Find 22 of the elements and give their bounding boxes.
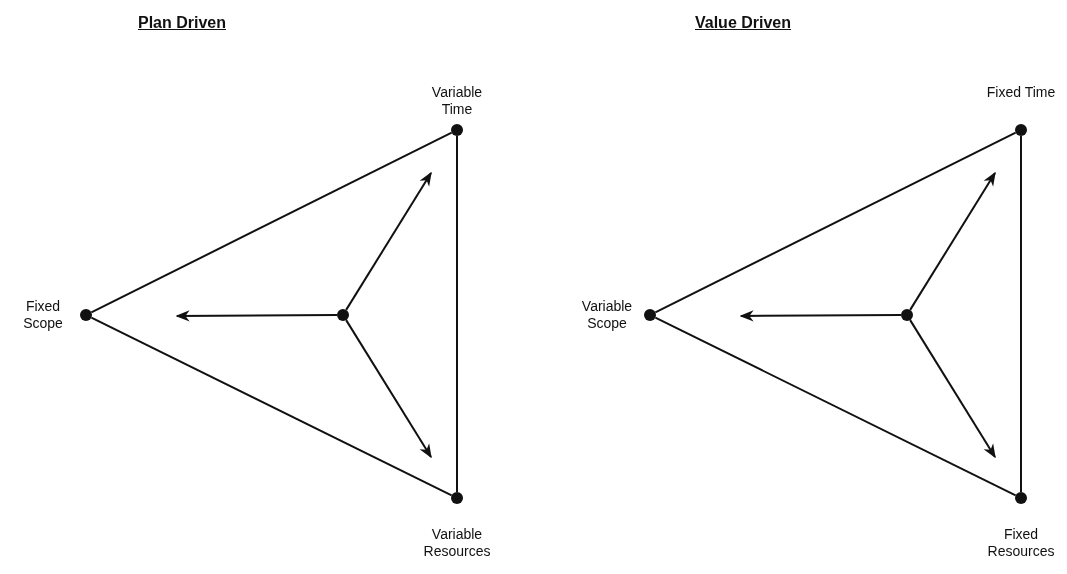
vertex-label: Fixed Scope: [22, 298, 64, 332]
panel-heading: Value Driven: [695, 14, 791, 32]
triangle-side-line: [90, 131, 453, 314]
vertex-label: Variable Resources: [422, 526, 492, 560]
panel-heading: Plan Driven: [138, 14, 226, 32]
arrow: [345, 171, 432, 311]
vertex-label: Fixed Time: [986, 84, 1056, 101]
triangle-side-line: [654, 316, 1017, 497]
triangle-side-line: [1020, 135, 1022, 493]
arrow: [909, 171, 996, 311]
arrow: [909, 319, 996, 459]
vertex-label: Fixed Resources: [986, 526, 1056, 560]
triangle-side-line: [456, 135, 458, 493]
arrow: [175, 310, 338, 322]
vertex-dot: [337, 309, 349, 321]
vertex-label: Variable Scope: [580, 298, 634, 332]
triangle-side-line: [90, 316, 453, 497]
vertex-label: Variable Time: [430, 84, 484, 118]
triangle-side-line: [654, 131, 1017, 314]
vertex-dot: [901, 309, 913, 321]
arrow: [739, 310, 902, 322]
arrow: [345, 319, 432, 459]
